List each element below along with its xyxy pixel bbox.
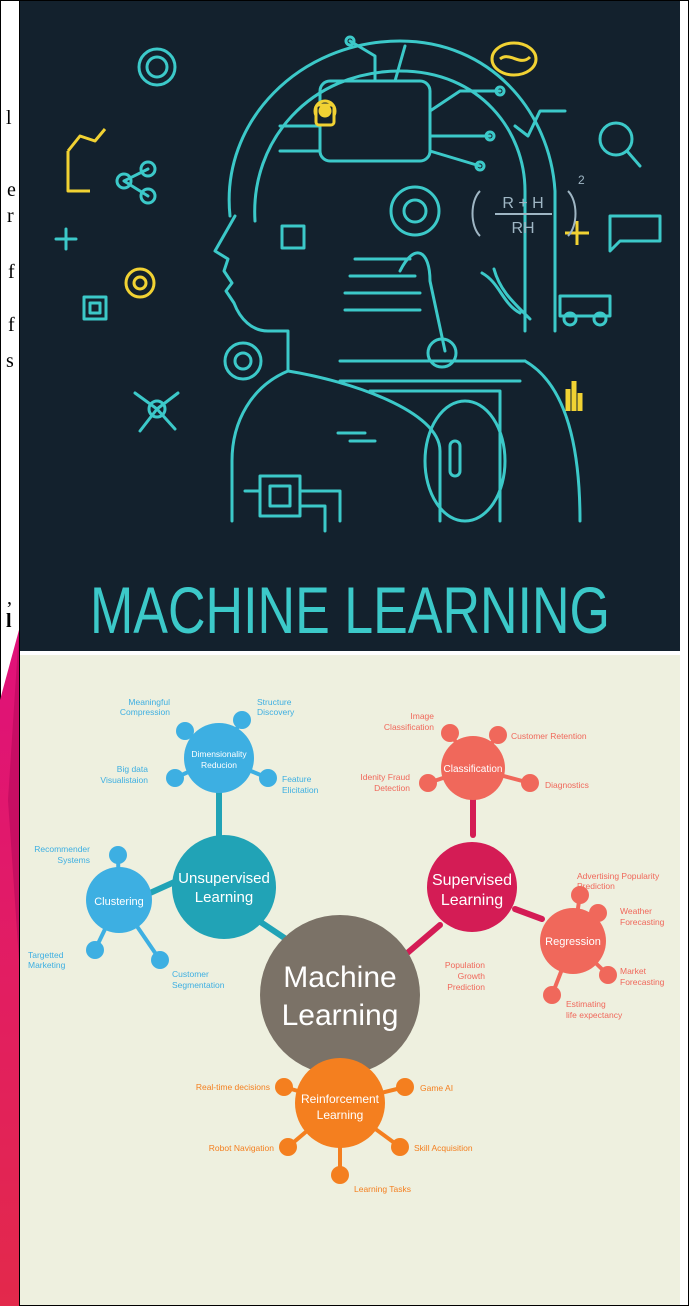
leaf-label: Game AI (420, 1083, 453, 1093)
left-fragment: , (7, 587, 12, 609)
leaf-label: Population (445, 960, 485, 970)
left-fragment: f (8, 261, 15, 283)
face-profile (213, 214, 290, 523)
supervised-label-1: Supervised (432, 872, 512, 889)
leaf-label: Segmentation (172, 980, 225, 990)
left-fragment: s (6, 350, 14, 372)
leaf-label: Advertising Popularity (577, 871, 660, 881)
leaf-label: Learning Tasks (354, 1184, 411, 1194)
leaf-label: Recommender (34, 844, 90, 854)
leaf-label: Market (620, 966, 647, 976)
table-divider (19, 0, 20, 1306)
formula-numerator: R + H (502, 195, 543, 212)
leaf-label: life expectancy (566, 1010, 623, 1020)
leaf-label: Classification (384, 722, 434, 732)
leaf-label: Big data (117, 764, 148, 774)
ml-poster-title: MACHINE LEARNING (90, 573, 610, 647)
leaf-label: Customer Retention (511, 731, 587, 741)
regression-node (540, 908, 606, 974)
left-fragment: r (7, 205, 14, 227)
leaf-label: Feature (282, 774, 312, 784)
leaf-label: Prediction (577, 881, 615, 891)
leaf-label: Customer (172, 969, 209, 979)
supervised-node (427, 842, 517, 932)
clustering-label: Clustering (94, 896, 144, 908)
unsupervised-label-2: Learning (195, 889, 253, 906)
center-label-1: Machine (283, 961, 396, 994)
center-label-2: Learning (282, 999, 399, 1032)
leaf-label: Discovery (257, 707, 295, 717)
leaf-label: Skill Acquisition (414, 1143, 473, 1153)
unsupervised-label-1: Unsupervised (178, 870, 270, 887)
reinforcement-label-2: Learning (317, 1108, 364, 1122)
reinforcement-node (295, 1058, 385, 1148)
leaf-label: Prediction (447, 982, 485, 992)
leaf-label: Weather (620, 906, 652, 916)
leaf-label: Targetted (28, 950, 64, 960)
head-inner (253, 69, 527, 333)
head-outline (227, 39, 557, 333)
leaf-label: Systems (57, 855, 90, 865)
leaf-label: Estimating (566, 999, 606, 1009)
ml-mindmap: Machine Learning Unsupervised Learning S… (20, 655, 680, 1305)
leaf-label: Marketing (28, 960, 66, 970)
leaf-label: Compression (120, 707, 170, 717)
formula-denominator: RH (511, 220, 534, 237)
leaf-label: Forecasting (620, 977, 665, 987)
left-fragment: f (8, 314, 15, 336)
center-node (260, 915, 420, 1075)
mindmap-diagram: Machine Learning Unsupervised Learning S… (28, 697, 665, 1194)
leaf-label: Image (410, 711, 434, 721)
leaf-label: Idenity Fraud (360, 772, 410, 782)
ml-poster: R + H RH 2 MACHINE LEARNING (20, 1, 680, 651)
leaf-label: Meaningful (128, 697, 170, 707)
formula: R + H RH 2 (471, 173, 585, 237)
leaf-label: Real-time decisions (196, 1082, 270, 1092)
left-fragment: l (6, 610, 12, 632)
leaf-label: Visualistaion (100, 775, 148, 785)
leaf-label: Robot Navigation (209, 1143, 274, 1153)
leaf-label: Forecasting (620, 917, 665, 927)
ml-poster-art: R + H RH 2 MACHINE LEARNING (54, 35, 662, 647)
leaf-label: Elicitation (282, 785, 319, 795)
left-fragment: l (6, 107, 12, 129)
leaf-label: Diagnostics (545, 780, 589, 790)
reinforcement-label-1: Reinforcement (301, 1092, 380, 1106)
unsupervised-node (172, 835, 276, 939)
left-fragment: e (7, 179, 16, 201)
formula-exponent: 2 (578, 173, 585, 187)
slide-edge-decoration (0, 630, 19, 1306)
supervised-label-2: Learning (441, 892, 503, 909)
dimensionality-label-1: Dimensionality (191, 749, 247, 759)
dimensionality-node (184, 723, 254, 793)
leaf-label: Growth (458, 971, 486, 981)
leaf-label: Structure (257, 697, 292, 707)
classification-label: Classification (444, 764, 503, 775)
classification-node (441, 736, 505, 800)
dimensionality-label-2: Reducion (201, 760, 237, 770)
clustering-node (86, 867, 152, 933)
regression-label: Regression (545, 936, 601, 948)
leaf-label: Detection (374, 783, 410, 793)
